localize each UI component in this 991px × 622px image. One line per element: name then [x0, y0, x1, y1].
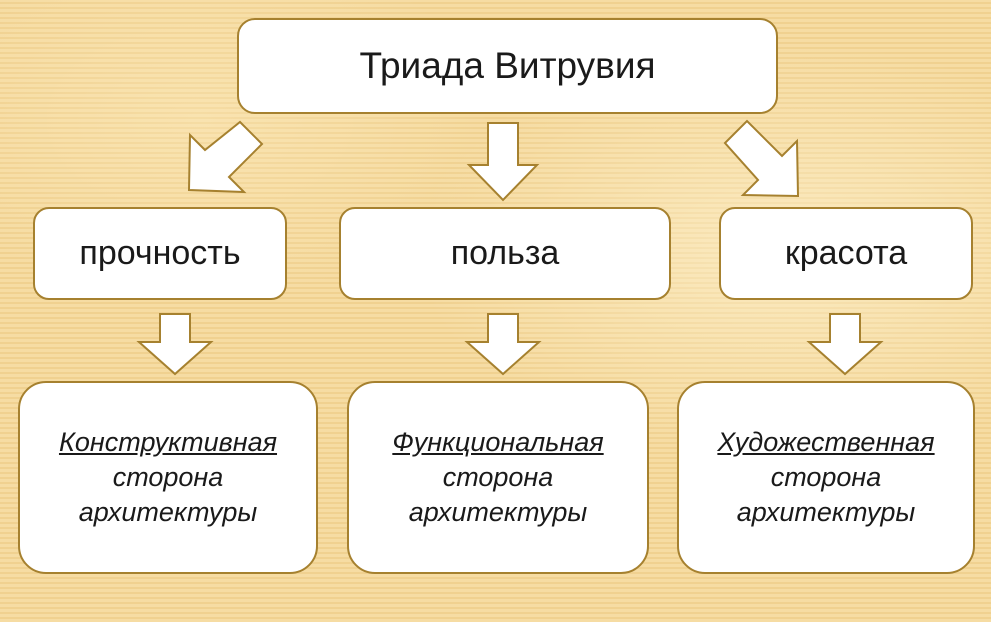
- aspect-line: сторона: [112, 461, 224, 492]
- arrow-utility-to-aspect: [464, 313, 542, 376]
- aspect-line: архитектуры: [78, 497, 258, 528]
- arrow-title-to-strength: [187, 120, 264, 194]
- diagram-title: Триада Витрувия: [359, 45, 656, 86]
- arrow-title-to-utility: [466, 122, 540, 202]
- diagram-title-box: Триада Витрувия: [237, 18, 778, 114]
- quality-label: польза: [450, 234, 560, 272]
- quality-label: прочность: [79, 234, 241, 272]
- aspect-keyword: Художественная: [717, 426, 935, 457]
- aspect-keyword: Конструктивная: [58, 426, 278, 457]
- aspect-line: сторона: [442, 461, 554, 492]
- arrow-beauty-to-aspect: [806, 313, 884, 376]
- aspect-line: архитектуры: [408, 497, 588, 528]
- aspect-box-artistic: Художественная сторона архитектуры: [677, 381, 975, 574]
- aspect-box-constructive: Конструктивная сторона архитектуры: [18, 381, 318, 574]
- aspect-line: архитектуры: [736, 497, 916, 528]
- quality-box-utility: польза: [339, 207, 671, 300]
- quality-box-strength: прочность: [33, 207, 287, 300]
- aspect-keyword: Функциональная: [392, 426, 604, 457]
- aspect-box-functional: Функциональная сторона архитектуры: [347, 381, 649, 574]
- quality-box-beauty: красота: [719, 207, 973, 300]
- arrow-title-to-beauty: [723, 119, 800, 198]
- aspect-line: сторона: [770, 461, 882, 492]
- quality-label: красота: [784, 234, 908, 272]
- arrow-strength-to-aspect: [136, 313, 214, 376]
